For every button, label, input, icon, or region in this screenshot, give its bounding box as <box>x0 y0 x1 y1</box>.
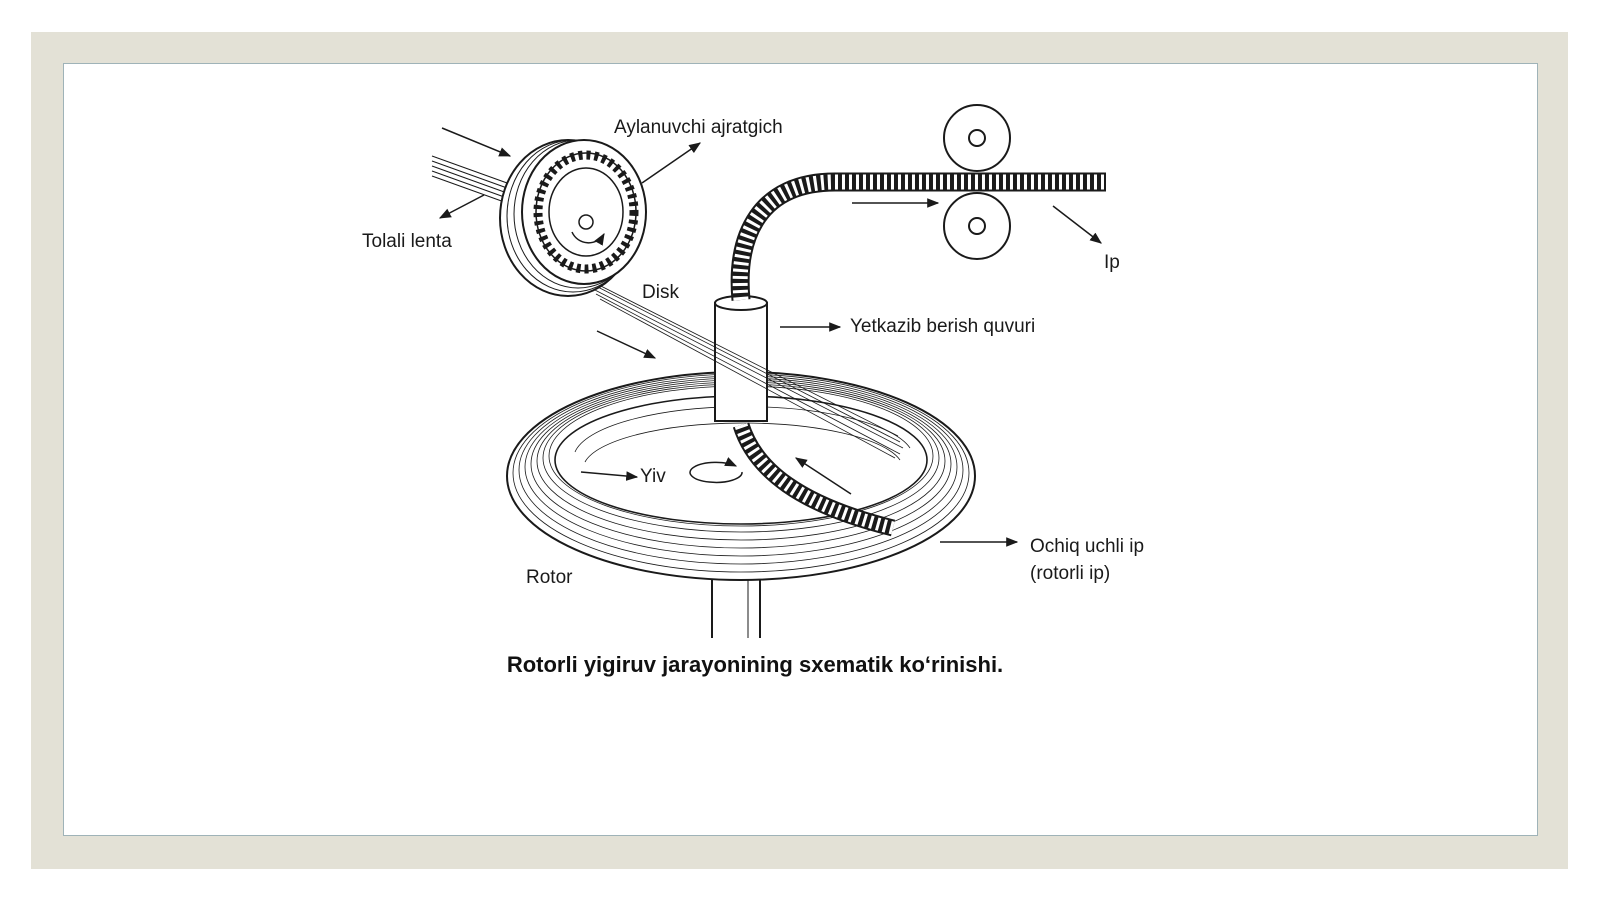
figure-caption: Rotorli yigiruv jarayonining sxematik ko… <box>0 652 1600 678</box>
label-open-end-yarn: Ochiq uchli ip <box>1030 536 1144 557</box>
separator-pointer-arrow <box>641 142 701 184</box>
label-rotor-yarn: (rotorli ip) <box>1030 563 1110 584</box>
label-separator: Aylanuvchi ajratgich <box>614 117 783 138</box>
yarn-return-arrow <box>794 457 852 495</box>
label-groove: Yiv <box>640 466 666 487</box>
sliver-input-arrow <box>441 127 512 157</box>
figure-caption-text: Rotorli yigiruv jarayonining sxematik ko… <box>506 652 1004 677</box>
yarn-pointer-arrow <box>1052 205 1102 244</box>
groove-pointer-arrow <box>580 471 639 481</box>
flow-arrows <box>438 127 1102 547</box>
delivery-rollers <box>943 104 1011 260</box>
label-disk: Disk <box>642 282 679 303</box>
label-yarn: Ip <box>1104 252 1120 273</box>
delivery-tube <box>714 295 768 422</box>
label-sliver: Tolali lenta <box>362 231 452 252</box>
fibre-stream <box>584 277 904 459</box>
yarn-strand <box>730 172 1106 537</box>
rotor-rotation-arrow <box>689 457 743 484</box>
sliver-pointer-arrow <box>438 194 485 219</box>
fibre-feed-arrow <box>596 330 657 359</box>
label-delivery-tube: Yetkazib berish quvuri <box>850 316 1035 337</box>
diagram-labels: Aylanuvchi ajratgich Tolali lenta Disk Y… <box>362 117 1144 588</box>
label-rotor: Rotor <box>526 567 573 588</box>
opening-roller <box>499 139 647 297</box>
rotor <box>506 371 976 581</box>
